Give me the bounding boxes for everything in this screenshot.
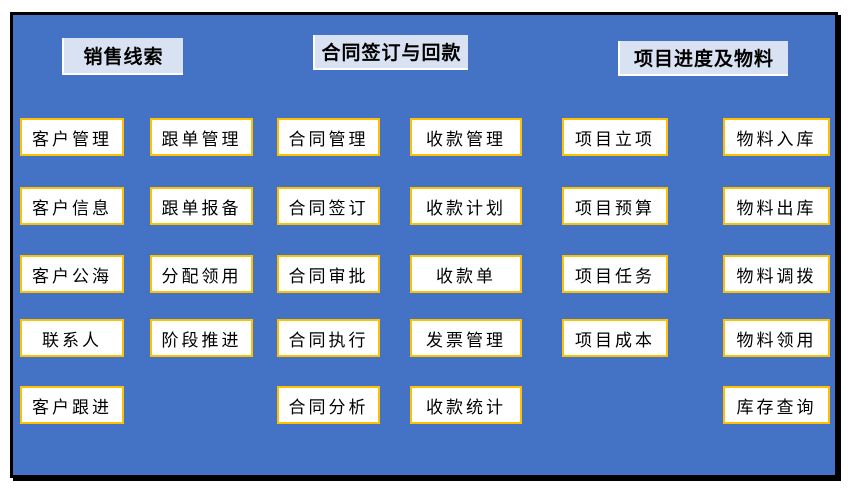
header-sales-leads: 销售线索 <box>62 38 183 75</box>
header-contract-and-payment: 合同签订与回款 <box>313 35 468 70</box>
header-project-progress-materials: 项目进度及物料 <box>618 41 788 76</box>
box-customer-follow-up: 客户跟进 <box>20 386 124 424</box>
box-lead-follow-management: 跟单管理 <box>150 118 253 156</box>
box-contract-signing: 合同签订 <box>277 187 380 225</box>
box-contract-execution: 合同执行 <box>277 319 380 357</box>
box-lead-follow-report: 跟单报备 <box>150 187 253 225</box>
box-payment-management: 收款管理 <box>410 118 522 156</box>
box-payment-plan: 收款计划 <box>410 187 522 225</box>
box-contacts: 联系人 <box>20 319 124 357</box>
box-material-requisition: 物料领用 <box>723 319 830 357</box>
box-project-tasks: 项目任务 <box>562 255 668 293</box>
box-material-inbound: 物料入库 <box>723 118 830 156</box>
box-project-initiation: 项目立项 <box>562 118 668 156</box>
box-contract-approval: 合同审批 <box>277 255 380 293</box>
box-stage-advance: 阶段推进 <box>150 319 253 357</box>
box-material-outbound: 物料出库 <box>723 187 830 225</box>
box-customer-public-pool: 客户公海 <box>20 255 124 293</box>
box-customer-management: 客户管理 <box>20 118 124 156</box>
box-inventory-query: 库存查询 <box>723 386 830 424</box>
box-invoice-management: 发票管理 <box>410 319 522 357</box>
box-contract-management: 合同管理 <box>277 118 380 156</box>
box-assign-claim: 分配领用 <box>150 255 253 293</box>
box-project-budget: 项目预算 <box>562 187 668 225</box>
box-customer-info: 客户信息 <box>20 187 124 225</box>
box-project-cost: 项目成本 <box>562 319 668 357</box>
box-payment-statistics: 收款统计 <box>410 386 522 424</box>
box-material-transfer: 物料调拨 <box>723 255 830 293</box>
box-payment-receipt: 收款单 <box>410 255 522 293</box>
box-contract-analysis: 合同分析 <box>277 386 380 424</box>
